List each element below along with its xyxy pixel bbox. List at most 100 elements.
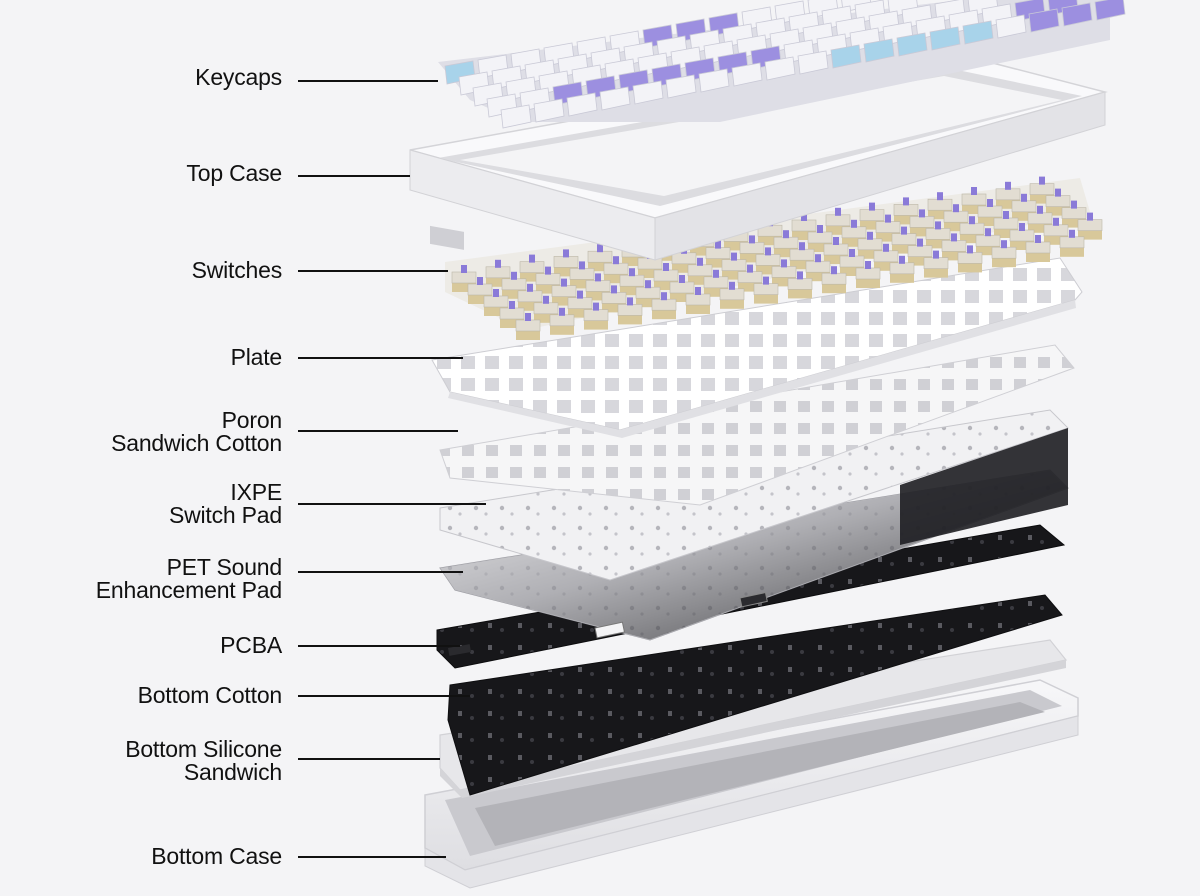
switch <box>923 250 949 278</box>
switch <box>943 204 969 232</box>
switch <box>771 259 797 287</box>
keycap <box>566 92 598 117</box>
switch <box>519 254 545 282</box>
switch <box>587 244 613 272</box>
switch <box>569 261 595 289</box>
switch <box>601 285 627 313</box>
switch <box>857 231 883 259</box>
keycap <box>599 86 631 111</box>
switch <box>517 283 543 311</box>
switch <box>859 202 885 230</box>
switch <box>603 256 629 284</box>
switch <box>533 295 559 323</box>
switch <box>1029 176 1055 204</box>
switch <box>535 266 561 294</box>
switch <box>467 277 493 304</box>
switch <box>925 221 951 249</box>
switches-layer <box>445 176 1103 340</box>
leader-pet-pad <box>298 571 463 573</box>
switch <box>993 211 1019 238</box>
switch <box>1077 212 1103 240</box>
switch <box>719 281 745 309</box>
label-line: Bottom Case <box>151 843 282 869</box>
keycap <box>797 50 829 75</box>
switch <box>1061 200 1087 228</box>
switch <box>907 238 933 266</box>
label-bottom-case: Bottom Case <box>0 845 282 868</box>
switch <box>825 207 851 235</box>
switch <box>839 249 865 276</box>
keycap <box>1028 8 1060 33</box>
keycap <box>863 38 895 63</box>
switch <box>703 269 729 297</box>
switch <box>789 242 815 270</box>
switch <box>567 290 593 318</box>
poron-layer <box>439 344 1075 506</box>
switch <box>549 307 575 335</box>
keycap <box>698 68 730 93</box>
label-top-case: Top Case <box>0 162 282 185</box>
switch <box>841 219 867 247</box>
keycaps-layer <box>438 0 1126 129</box>
switch <box>617 297 643 325</box>
leader-plate <box>298 357 463 359</box>
keycap <box>632 80 664 105</box>
switch <box>653 263 679 290</box>
leader-ixpe <box>298 503 486 505</box>
top-case-layer <box>409 51 1108 261</box>
switch <box>873 243 899 271</box>
bottom-case-layer <box>424 679 1079 889</box>
keycap <box>995 14 1027 39</box>
switch <box>669 275 695 302</box>
label-line: Bottom Silicone <box>125 736 282 762</box>
leader-pcba <box>298 645 460 647</box>
switch <box>685 287 711 314</box>
switch <box>1027 205 1053 233</box>
label-line: PET Sound <box>166 554 283 580</box>
switch <box>739 235 765 263</box>
switch <box>451 265 477 292</box>
switch <box>893 197 919 225</box>
switch <box>483 289 509 316</box>
switch <box>499 301 525 328</box>
leader-switches <box>298 270 448 272</box>
label-line: Switches <box>191 257 283 283</box>
label-line: PCBA <box>220 632 282 658</box>
switch <box>1025 235 1051 262</box>
switch <box>941 233 967 261</box>
switch <box>961 187 987 214</box>
switch <box>855 261 881 288</box>
switch <box>975 228 1001 256</box>
leader-bottom-cotton <box>298 695 470 697</box>
switch <box>1045 188 1071 216</box>
switch <box>551 278 577 306</box>
switch <box>891 226 917 254</box>
switch <box>1059 229 1085 257</box>
keycap <box>1094 0 1126 21</box>
label-line: Top Case <box>186 160 282 186</box>
keycap <box>929 26 961 51</box>
leader-bottom-case <box>298 856 446 858</box>
plate-layer <box>431 257 1083 438</box>
label-line: Sandwich Cotton <box>111 430 282 456</box>
switch <box>583 302 609 330</box>
label-line: Enhancement Pad <box>95 577 282 603</box>
switch <box>753 276 779 304</box>
switch <box>823 237 849 264</box>
switch <box>909 209 935 237</box>
keycap <box>764 56 796 81</box>
switch <box>737 264 763 292</box>
switch <box>889 255 915 283</box>
switch <box>651 292 677 320</box>
label-line: Switch Pad <box>168 502 282 528</box>
switch <box>1009 223 1035 250</box>
label-keycaps: Keycaps <box>0 66 282 89</box>
switch <box>1043 217 1069 245</box>
leader-keycaps <box>298 80 438 82</box>
switch <box>957 245 983 273</box>
label-line: Plate <box>230 344 283 370</box>
